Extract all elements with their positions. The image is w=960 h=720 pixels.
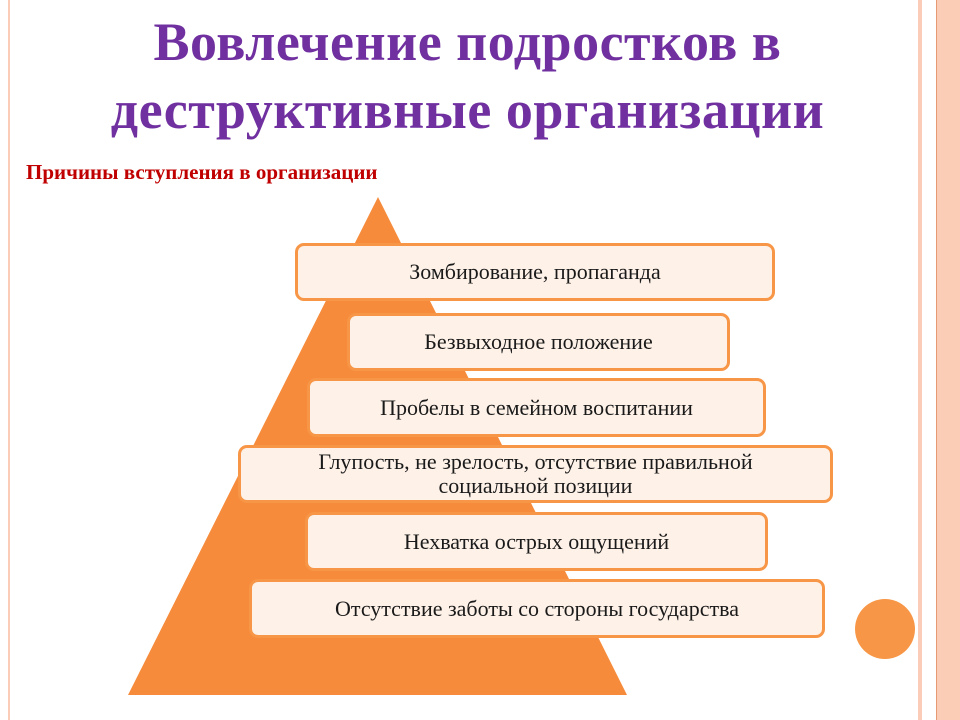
pyramid-item: Отсутствие заботы со стороны государства — [249, 579, 825, 638]
pyramid-item: Безвыходное положение — [347, 313, 730, 371]
pyramid-item-label: Пробелы в семейном воспитании — [380, 394, 693, 420]
right-border-band — [936, 0, 960, 720]
pyramid-item-label: Зомбирование, пропаганда — [409, 259, 661, 284]
slide-title: Вовлечение подростков в деструктивные ор… — [110, 12, 825, 140]
pyramid-item: Глупость, не зрелость, отсутствие правил… — [238, 445, 833, 503]
pyramid-item: Зомбирование, пропаганда — [295, 243, 775, 301]
pyramid-item-label: Безвыходное положение — [424, 329, 653, 354]
right-border-stripe — [918, 0, 922, 720]
left-border-line — [8, 0, 10, 720]
pyramid-item: Пробелы в семейном воспитании — [307, 378, 766, 437]
decorative-circle — [855, 599, 915, 659]
pyramid-item: Нехватка острых ощущений — [305, 512, 768, 571]
pyramid-item-label: Отсутствие заботы со стороны государства — [335, 595, 739, 621]
pyramid-item-label: Глупость, не зрелость, отсутствие правил… — [318, 449, 753, 498]
pyramid-item-label: Нехватка острых ощущений — [403, 528, 670, 554]
slide-subtitle: Причины вступления в организации — [26, 160, 378, 184]
